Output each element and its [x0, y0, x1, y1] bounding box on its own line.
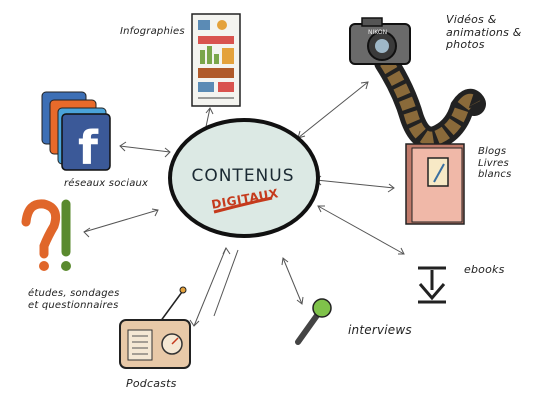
central-underline [213, 196, 273, 214]
arrow-to-blogs [315, 175, 395, 193]
label-infographics: Infographies [120, 26, 185, 37]
facebook-icon: f [78, 121, 99, 175]
arrow-to-interviews [281, 257, 304, 305]
download-icon [418, 266, 446, 304]
label-podcasts: Podcasts [126, 377, 177, 390]
radio-icon [119, 286, 191, 369]
label-surveys: études, sondages et questionnaires [28, 288, 120, 311]
center-title: CONTENUS [191, 166, 295, 186]
label-videos: Vidéos & animations & photos [446, 13, 522, 52]
label-interviews: interviews [348, 323, 412, 337]
camera-film-icon: NIKON [349, 17, 486, 151]
book-icon [405, 143, 465, 225]
connector-arrows [83, 81, 405, 327]
social-network-icon: f [41, 91, 111, 175]
infographic-icon [191, 13, 241, 107]
arrow-to-podcasts [189, 247, 239, 327]
microphone-icon [295, 298, 332, 345]
question-exclamation-icon [21, 199, 71, 271]
arrow-to-videos [297, 81, 369, 139]
arrow-to-surveys [83, 208, 159, 238]
arrow-to-social [119, 141, 171, 158]
camera-brand-text: NIKON [368, 29, 387, 36]
label-ebooks: ebooks [464, 263, 505, 276]
central-ellipse [168, 118, 320, 238]
arrow-to-ebooks [317, 205, 405, 255]
label-social: réseaux sociaux [64, 178, 149, 189]
label-blogs: Blogs Livres blancs [478, 146, 512, 180]
